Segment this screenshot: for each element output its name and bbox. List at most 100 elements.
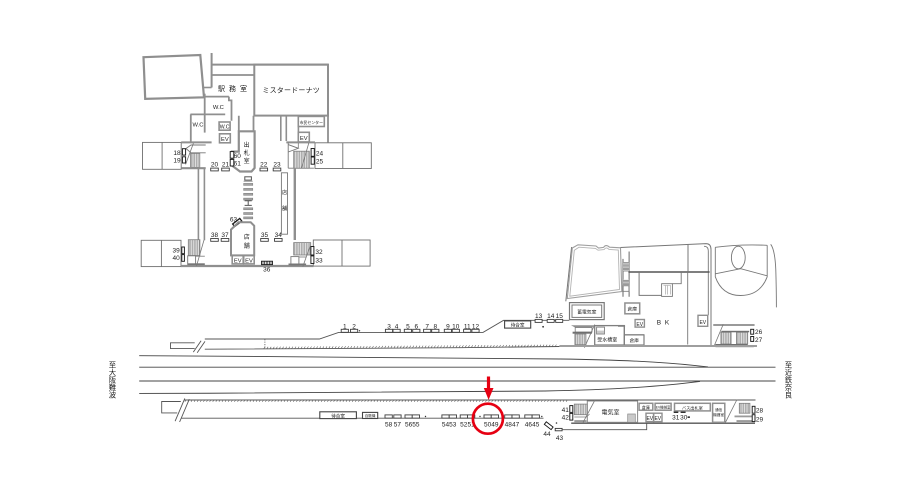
svg-text:奈: 奈	[785, 383, 793, 392]
svg-text:駅務室: 駅務室	[218, 84, 251, 93]
svg-text:EV: EV	[636, 322, 643, 328]
svg-text:41: 41	[562, 407, 570, 414]
svg-text:W.C: W.C	[213, 105, 224, 111]
svg-text:61: 61	[234, 161, 242, 168]
svg-text:10: 10	[452, 324, 460, 331]
svg-text:32: 32	[315, 249, 323, 256]
svg-text:50: 50	[484, 421, 492, 428]
svg-text:43: 43	[556, 435, 564, 442]
svg-text:近: 近	[785, 368, 793, 377]
svg-text:9: 9	[446, 324, 450, 331]
svg-text:出: 出	[244, 141, 250, 149]
svg-text:EV: EV	[221, 137, 229, 143]
svg-text:波: 波	[109, 391, 117, 400]
svg-text:14: 14	[547, 313, 555, 320]
svg-text:33: 33	[315, 257, 323, 264]
svg-text:難: 難	[109, 383, 117, 392]
svg-text:大: 大	[109, 368, 117, 377]
svg-text:57: 57	[394, 421, 402, 428]
svg-text:電気室: 電気室	[601, 409, 619, 417]
svg-text:室: 室	[244, 157, 250, 165]
svg-text:店: 店	[282, 188, 287, 196]
svg-text:31: 31	[672, 414, 680, 421]
svg-text:待合室: 待合室	[511, 322, 525, 329]
svg-text:6: 6	[414, 324, 418, 331]
svg-text:倉庫: 倉庫	[627, 306, 637, 313]
svg-text:11: 11	[464, 324, 471, 331]
svg-text:49: 49	[491, 421, 499, 428]
svg-text:EV: EV	[654, 416, 661, 422]
svg-text:鉄: 鉄	[785, 376, 793, 385]
svg-text:47: 47	[512, 421, 520, 428]
svg-text:60: 60	[234, 153, 242, 160]
svg-text:44: 44	[543, 431, 551, 438]
svg-text:店: 店	[244, 233, 250, 241]
svg-text:28: 28	[756, 407, 764, 414]
svg-text:19: 19	[173, 158, 181, 165]
svg-text:48: 48	[505, 421, 513, 428]
svg-text:63: 63	[230, 217, 238, 224]
svg-text:36: 36	[263, 267, 271, 274]
svg-text:20: 20	[211, 162, 219, 169]
svg-text:5: 5	[406, 324, 410, 331]
svg-text:30: 30	[680, 414, 688, 421]
svg-text:良: 良	[785, 391, 793, 400]
svg-text:舗: 舗	[282, 204, 287, 212]
svg-text:EV: EV	[646, 416, 653, 422]
svg-text:至: 至	[785, 361, 792, 370]
svg-text:EV: EV	[234, 258, 242, 264]
svg-text:58: 58	[385, 421, 393, 428]
svg-text:自販機: 自販機	[365, 413, 376, 418]
svg-text:40: 40	[172, 255, 180, 262]
svg-text:待合室: 待合室	[331, 412, 345, 419]
svg-text:EV機械室: EV機械室	[656, 405, 671, 410]
svg-text:35: 35	[261, 232, 269, 239]
svg-text:通信: 通信	[715, 407, 723, 412]
svg-text:倉庫: 倉庫	[642, 404, 650, 410]
svg-text:舗: 舗	[244, 242, 250, 250]
svg-text:ミスタードーナツ: ミスタードーナツ	[262, 86, 320, 95]
svg-text:55: 55	[412, 421, 420, 428]
svg-text:阪: 阪	[109, 376, 117, 385]
svg-text:2: 2	[352, 324, 356, 331]
svg-text:EV: EV	[245, 258, 253, 264]
svg-text:15: 15	[556, 313, 564, 320]
svg-text:51: 51	[467, 421, 475, 428]
svg-text:13: 13	[535, 313, 543, 320]
svg-text:23: 23	[273, 162, 281, 169]
svg-text:札: 札	[244, 149, 250, 157]
svg-text:1: 1	[343, 324, 347, 331]
svg-text:EV: EV	[699, 320, 706, 326]
svg-text:至: 至	[109, 361, 116, 370]
svg-text:53: 53	[449, 421, 457, 428]
svg-text:EV: EV	[300, 136, 308, 142]
svg-text:W.C: W.C	[220, 125, 230, 131]
svg-text:蓄電気室: 蓄電気室	[577, 309, 596, 316]
svg-text:24: 24	[316, 151, 324, 158]
svg-text:46: 46	[525, 421, 533, 428]
svg-text:8: 8	[433, 324, 437, 331]
svg-text:27: 27	[755, 337, 763, 344]
svg-text:37: 37	[221, 232, 229, 239]
svg-text:25: 25	[316, 158, 324, 165]
svg-text:バス出札室: バス出札室	[682, 404, 703, 411]
svg-text:29: 29	[756, 417, 764, 424]
svg-text:39: 39	[172, 248, 180, 255]
svg-text:21: 21	[222, 162, 230, 169]
svg-text:倉庫: 倉庫	[630, 337, 640, 344]
svg-text:22: 22	[260, 162, 268, 169]
svg-text:W.C: W.C	[193, 123, 204, 129]
svg-text:18: 18	[173, 150, 181, 157]
svg-text:52: 52	[460, 421, 468, 428]
svg-text:42: 42	[562, 415, 570, 422]
svg-text:45: 45	[532, 421, 540, 428]
svg-text:3: 3	[387, 324, 391, 331]
svg-text:38: 38	[211, 232, 219, 239]
svg-text:市民センター: 市民センター	[300, 120, 323, 125]
svg-text:B K: B K	[657, 319, 670, 326]
svg-text:12: 12	[472, 324, 480, 331]
svg-text:7: 7	[425, 324, 429, 331]
svg-text:56: 56	[405, 421, 413, 428]
svg-text:機器室: 機器室	[713, 412, 724, 417]
svg-text:受水槽室: 受水槽室	[597, 336, 617, 343]
